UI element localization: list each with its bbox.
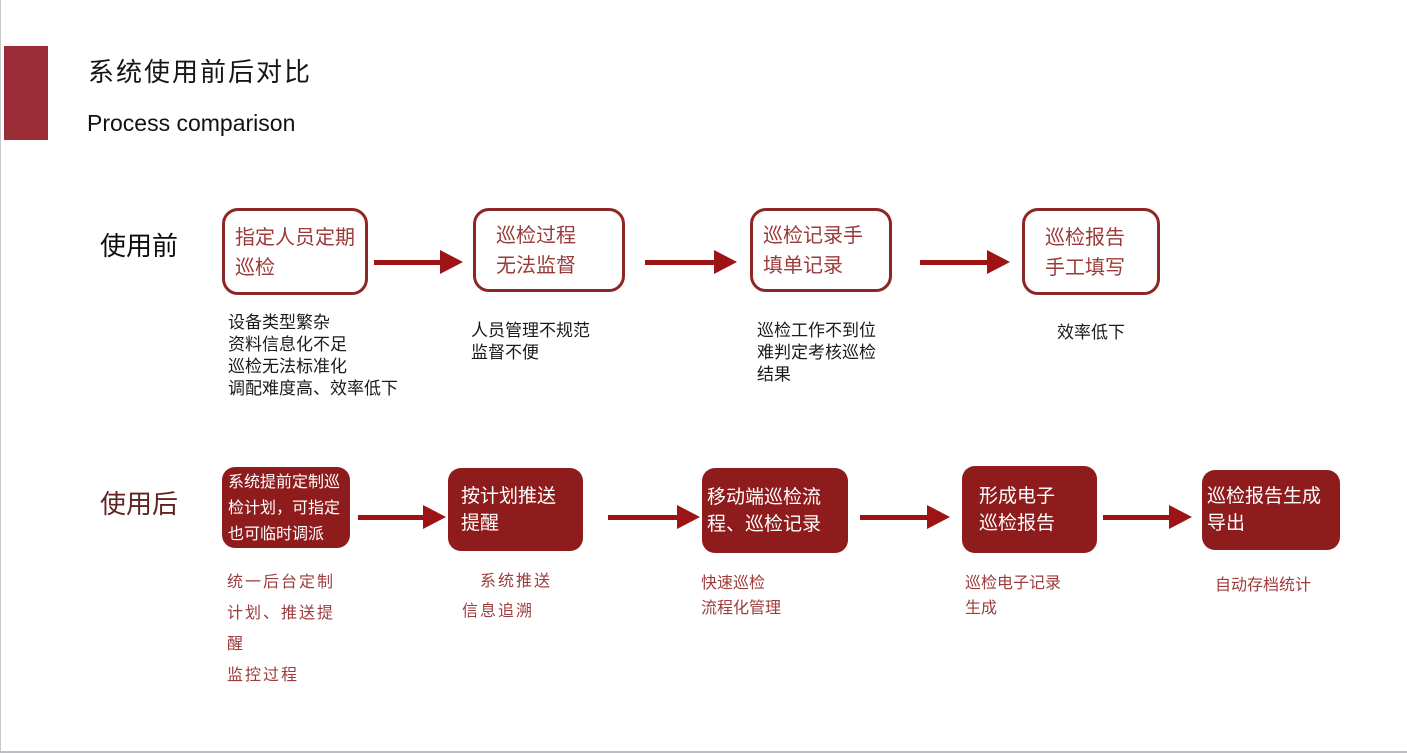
flow-arrow-icon	[608, 505, 700, 529]
row-label-before: 使用前	[100, 232, 179, 262]
before-step-1-desc: 设备类型繁杂 资料信息化不足 巡检无法标准化 调配难度高、效率低下	[228, 313, 398, 399]
after-step-1-desc: 统一后台定制 计划、推送提 醒 监控过程	[227, 572, 336, 684]
before-step-2-text: 巡检过程 无法监督	[496, 223, 576, 277]
after-step-4-text: 形成电子 巡检报告	[979, 484, 1056, 534]
after-step-4-box: 形成电子 巡检报告	[962, 466, 1097, 553]
before-step-1-text: 指定人员定期 巡检	[235, 224, 355, 279]
after-step-1-text: 系统提前定制巡 检计划，可指定 也可临时调派	[228, 471, 341, 543]
before-step-2-desc: 人员管理不规范 监督不便	[471, 321, 590, 363]
row-label-after: 使用后	[100, 490, 179, 520]
after-step-5-box: 巡检报告生成 导出	[1202, 470, 1340, 550]
flow-arrow-icon	[374, 250, 463, 274]
flow-arrow-icon	[920, 250, 1010, 274]
bottom-edge-border	[0, 751, 1407, 753]
left-edge-border	[0, 0, 1, 753]
before-step-4-text: 巡检报告 手工填写	[1045, 224, 1125, 279]
flow-arrow-icon	[645, 250, 737, 274]
page-subtitle: Process comparison	[87, 110, 296, 136]
after-step-5-text: 巡检报告生成 导出	[1207, 485, 1322, 534]
after-step-2-box: 按计划推送 提醒	[448, 468, 583, 551]
before-step-1-box: 指定人员定期 巡检	[222, 208, 368, 295]
flow-arrow-icon	[860, 505, 950, 529]
flow-arrow-icon	[1103, 505, 1192, 529]
page-title: 系统使用前后对比	[88, 58, 313, 88]
before-step-3-desc: 巡检工作不到位 难判定考核巡检 结果	[757, 321, 876, 385]
after-step-3-box: 移动端巡检流 程、巡检记录	[702, 468, 848, 553]
after-step-4-desc: 巡检电子记录 生成	[965, 573, 1062, 617]
after-step-2-desc: 系统推送 信息追溯	[462, 571, 553, 620]
after-step-5-desc: 自动存档统计	[1215, 575, 1312, 594]
before-step-3-box: 巡检记录手 填单记录	[750, 208, 892, 292]
before-step-4-box: 巡检报告 手工填写	[1022, 208, 1160, 295]
after-step-2-text: 按计划推送 提醒	[461, 484, 557, 534]
before-step-2-box: 巡检过程 无法监督	[473, 208, 625, 292]
after-step-1-box: 系统提前定制巡 检计划，可指定 也可临时调派	[222, 467, 350, 548]
accent-bar	[4, 46, 48, 140]
before-step-4-desc: 效率低下	[1057, 323, 1125, 343]
flow-arrow-icon	[358, 505, 446, 529]
after-step-3-desc: 快速巡检 流程化管理	[701, 573, 782, 617]
after-step-3-text: 移动端巡检流 程、巡检记录	[707, 485, 822, 535]
before-step-3-text: 巡检记录手 填单记录	[763, 223, 863, 277]
